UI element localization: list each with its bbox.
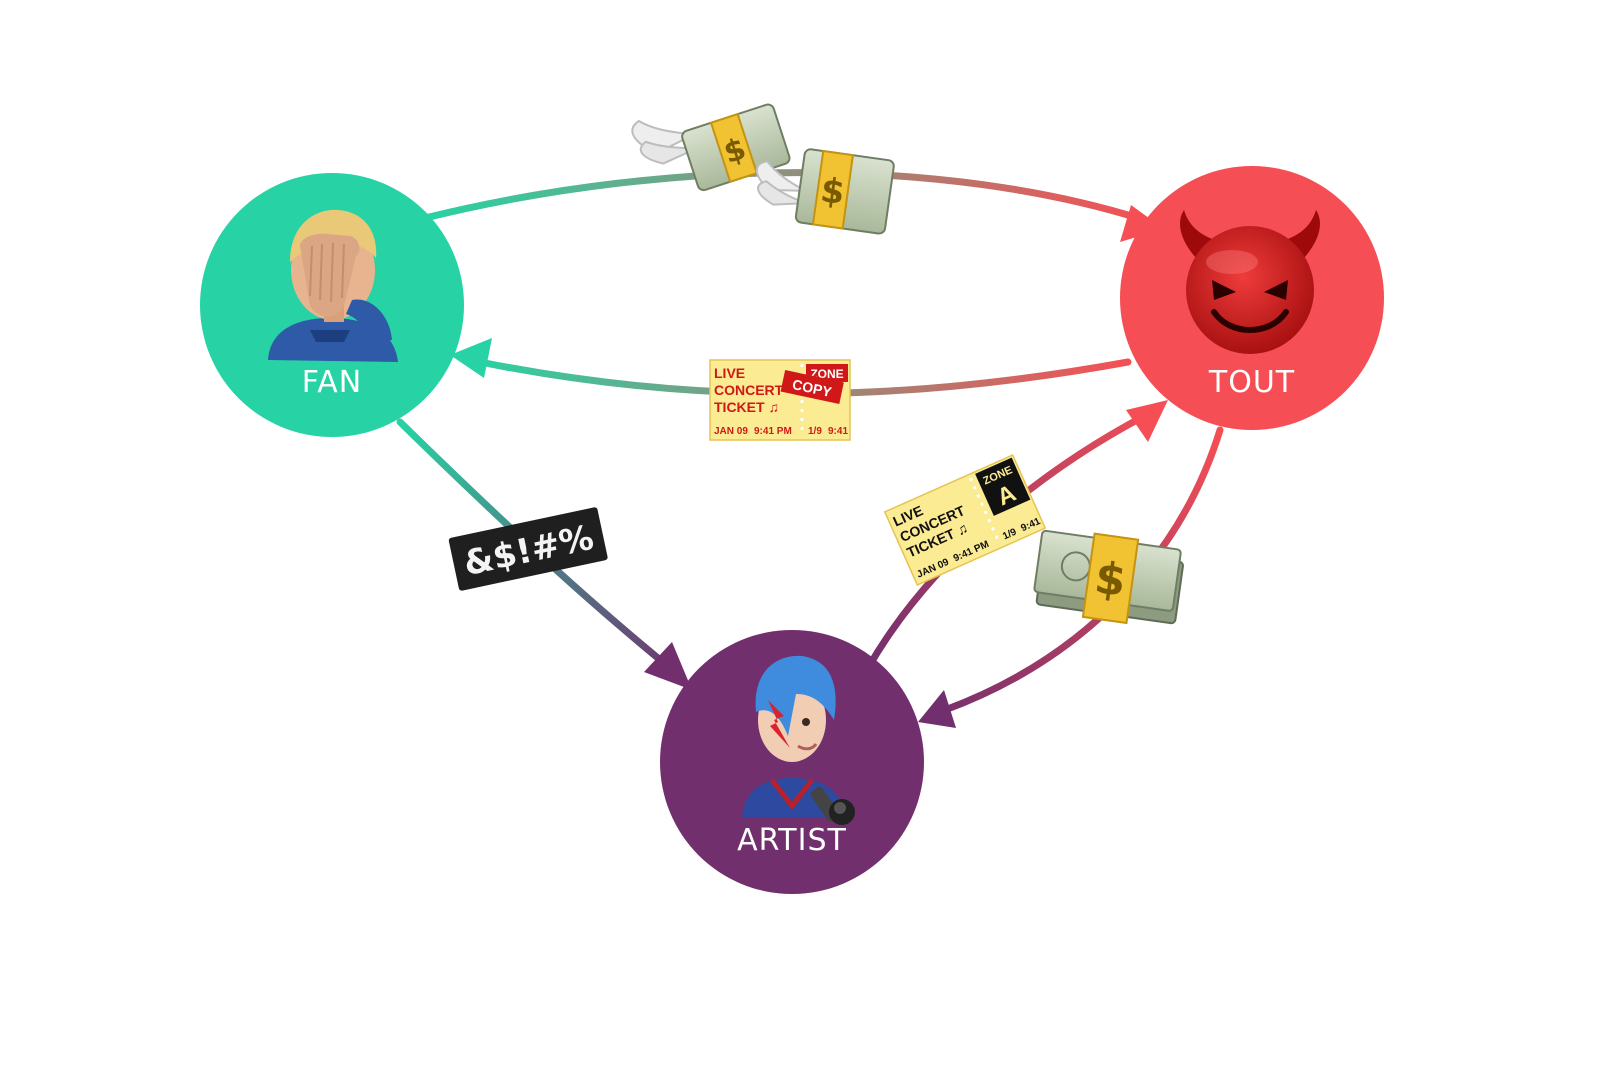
arrowhead bbox=[450, 338, 492, 378]
ticket-stub-date: 1/9 bbox=[1001, 527, 1019, 543]
money-bundle-icon: $ bbox=[1033, 529, 1184, 625]
node-label: TOUT bbox=[1208, 365, 1295, 400]
node-label: FAN bbox=[302, 365, 362, 400]
ticket-time: 9:41 PM bbox=[754, 426, 792, 437]
face-palm-person-icon bbox=[268, 209, 398, 362]
ticket-line2: CONCERT bbox=[714, 382, 784, 398]
ticket-date: JAN 09 bbox=[714, 426, 748, 437]
ticket-line1: LIVE bbox=[714, 365, 745, 381]
node-artist: ARTIST bbox=[660, 630, 924, 894]
counterfeit-ticket-icon: LIVE CONCERT TICKET ♫ ZONE COPY JAN 09 9… bbox=[709, 359, 851, 441]
ticket-stub-date: 1/9 bbox=[808, 426, 822, 437]
rock-singer-icon bbox=[742, 655, 855, 825]
arrowhead bbox=[644, 642, 692, 690]
grawlix-badge-icon: &$!#% bbox=[448, 507, 608, 591]
node-tout: TOUT bbox=[1120, 166, 1384, 430]
arrowhead bbox=[1126, 400, 1168, 442]
currency-symbol: $ bbox=[818, 170, 847, 213]
arrowhead bbox=[1120, 205, 1164, 242]
node-label: ARTIST bbox=[737, 823, 847, 858]
arrowhead bbox=[918, 690, 956, 728]
smiling-devil-icon bbox=[1180, 210, 1320, 354]
money-with-wings-icon: $ $ bbox=[631, 103, 895, 235]
concert-ticket-icon: LIVE CONCERT TICKET ♫ ZONE A JAN 09 9:41… bbox=[883, 453, 1047, 587]
ticket-stub-time: 9:41 bbox=[828, 426, 848, 437]
node-fan: FAN bbox=[200, 173, 464, 437]
edge-fan-to-tout bbox=[421, 169, 1164, 242]
ticket-line3: TICKET ♫ bbox=[714, 399, 779, 415]
currency-symbol: $ bbox=[1092, 552, 1129, 607]
